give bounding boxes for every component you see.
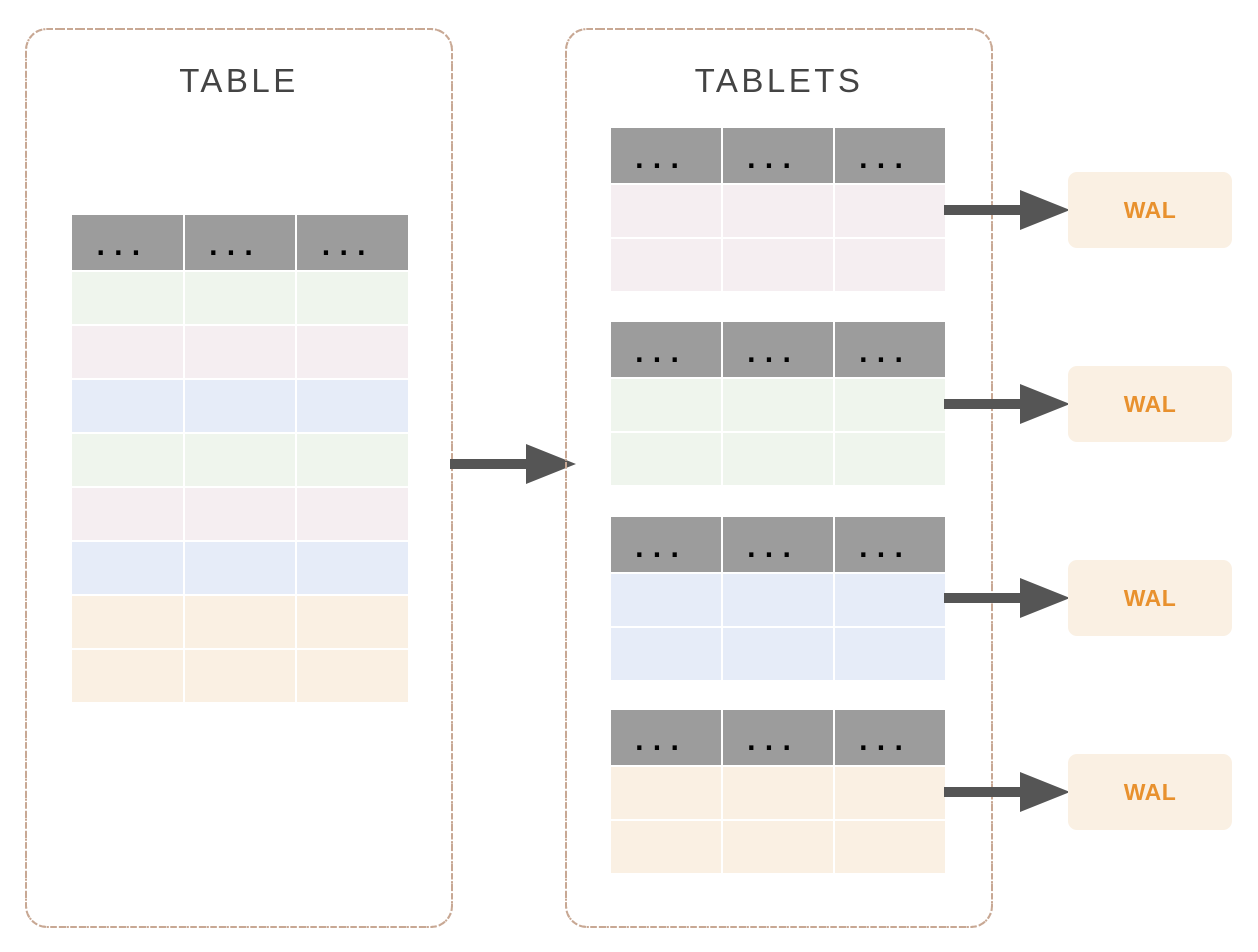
main-table-cell bbox=[297, 596, 408, 648]
tablet-cell bbox=[835, 379, 945, 431]
tablet-header-cell: ... bbox=[611, 517, 721, 572]
ellipsis-icon: ... bbox=[743, 534, 797, 564]
ellipsis-icon: ... bbox=[631, 534, 685, 564]
ellipsis-icon: ... bbox=[318, 232, 372, 262]
tablet-cell bbox=[723, 767, 833, 819]
tablet-cell bbox=[723, 821, 833, 873]
main-table-cell bbox=[72, 650, 183, 702]
tablet-cell bbox=[611, 185, 721, 237]
tablet-cell bbox=[611, 239, 721, 291]
tablet-cell bbox=[723, 379, 833, 431]
ellipsis-icon: ... bbox=[92, 232, 146, 262]
tablet-cell bbox=[611, 433, 721, 485]
main-table-header-cell: ... bbox=[297, 215, 408, 270]
ellipsis-icon: ... bbox=[631, 145, 685, 175]
tablet-cell bbox=[835, 767, 945, 819]
main-table-cell bbox=[297, 326, 408, 378]
tablets-panel: TABLETS bbox=[565, 28, 993, 928]
tablet-cell bbox=[723, 574, 833, 626]
main-table-cell bbox=[72, 326, 183, 378]
tablet-cell bbox=[835, 185, 945, 237]
main-table-cell bbox=[72, 542, 183, 594]
tablet-cell bbox=[835, 239, 945, 291]
main-table-cell bbox=[72, 272, 183, 324]
main-table-cell bbox=[184, 380, 296, 432]
main-table-cell bbox=[184, 596, 296, 648]
tablet-header-cell: ... bbox=[723, 128, 833, 183]
wal-box-3[interactable]: WAL bbox=[1068, 560, 1232, 636]
main-table: ... ... ... bbox=[72, 215, 408, 702]
tablet-cell bbox=[723, 239, 833, 291]
tablet-header-cell: ... bbox=[835, 710, 945, 765]
ellipsis-icon: ... bbox=[631, 339, 685, 369]
tablets-panel-title: TABLETS bbox=[694, 62, 864, 99]
tablet-cell bbox=[611, 767, 721, 819]
main-table-cell bbox=[184, 650, 296, 702]
main-table-cell bbox=[184, 434, 296, 486]
main-table-cell bbox=[184, 542, 296, 594]
main-table-cell bbox=[297, 380, 408, 432]
wal-box-4[interactable]: WAL bbox=[1068, 754, 1232, 830]
main-table-cell bbox=[297, 488, 408, 540]
wal-box-2[interactable]: WAL bbox=[1068, 366, 1232, 442]
tablet-header-cell: ... bbox=[611, 322, 721, 377]
main-table-cell bbox=[184, 326, 296, 378]
ellipsis-icon: ... bbox=[855, 534, 909, 564]
table-panel-title: TABLE bbox=[179, 62, 299, 99]
tablet-header-cell: ... bbox=[835, 322, 945, 377]
tablet-cell bbox=[723, 185, 833, 237]
tablet-cell bbox=[835, 574, 945, 626]
tablet-cell bbox=[611, 379, 721, 431]
tablet-cell bbox=[835, 628, 945, 680]
ellipsis-icon: ... bbox=[205, 232, 259, 262]
ellipsis-icon: ... bbox=[743, 339, 797, 369]
tablet-table-2: ... ... ... bbox=[611, 322, 945, 485]
tablet-cell bbox=[835, 821, 945, 873]
main-table-cell bbox=[184, 488, 296, 540]
main-table-cell bbox=[72, 488, 183, 540]
tablet-header-cell: ... bbox=[723, 517, 833, 572]
tablet-header-cell: ... bbox=[611, 128, 721, 183]
tablet-cell bbox=[835, 433, 945, 485]
ellipsis-icon: ... bbox=[855, 145, 909, 175]
main-table-cell bbox=[72, 596, 183, 648]
tablet-cell bbox=[611, 628, 721, 680]
main-table-cell bbox=[72, 434, 183, 486]
main-table-cell bbox=[297, 272, 408, 324]
main-table-header-cell: ... bbox=[184, 215, 296, 270]
tablet-cell bbox=[723, 433, 833, 485]
ellipsis-icon: ... bbox=[631, 727, 685, 757]
main-table-cell bbox=[184, 272, 296, 324]
tablet-header-cell: ... bbox=[723, 322, 833, 377]
main-table-header-cell: ... bbox=[72, 215, 183, 270]
tablet-header-cell: ... bbox=[835, 128, 945, 183]
main-table-cell bbox=[72, 380, 183, 432]
tablet-table-4: ... ... ... bbox=[611, 710, 945, 873]
main-table-cell bbox=[297, 542, 408, 594]
tablet-cell bbox=[611, 821, 721, 873]
ellipsis-icon: ... bbox=[743, 727, 797, 757]
ellipsis-icon: ... bbox=[855, 339, 909, 369]
tablet-header-cell: ... bbox=[611, 710, 721, 765]
tablet-table-1: ... ... ... bbox=[611, 128, 945, 291]
ellipsis-icon: ... bbox=[743, 145, 797, 175]
arrow-table-to-tablets bbox=[450, 442, 576, 486]
tablet-table-3: ... ... ... bbox=[611, 517, 945, 680]
tablet-header-cell: ... bbox=[723, 710, 833, 765]
tablet-cell bbox=[611, 574, 721, 626]
tablet-cell bbox=[723, 628, 833, 680]
tablet-header-cell: ... bbox=[835, 517, 945, 572]
main-table-cell bbox=[297, 650, 408, 702]
wal-box-1[interactable]: WAL bbox=[1068, 172, 1232, 248]
main-table-cell bbox=[297, 434, 408, 486]
ellipsis-icon: ... bbox=[855, 727, 909, 757]
